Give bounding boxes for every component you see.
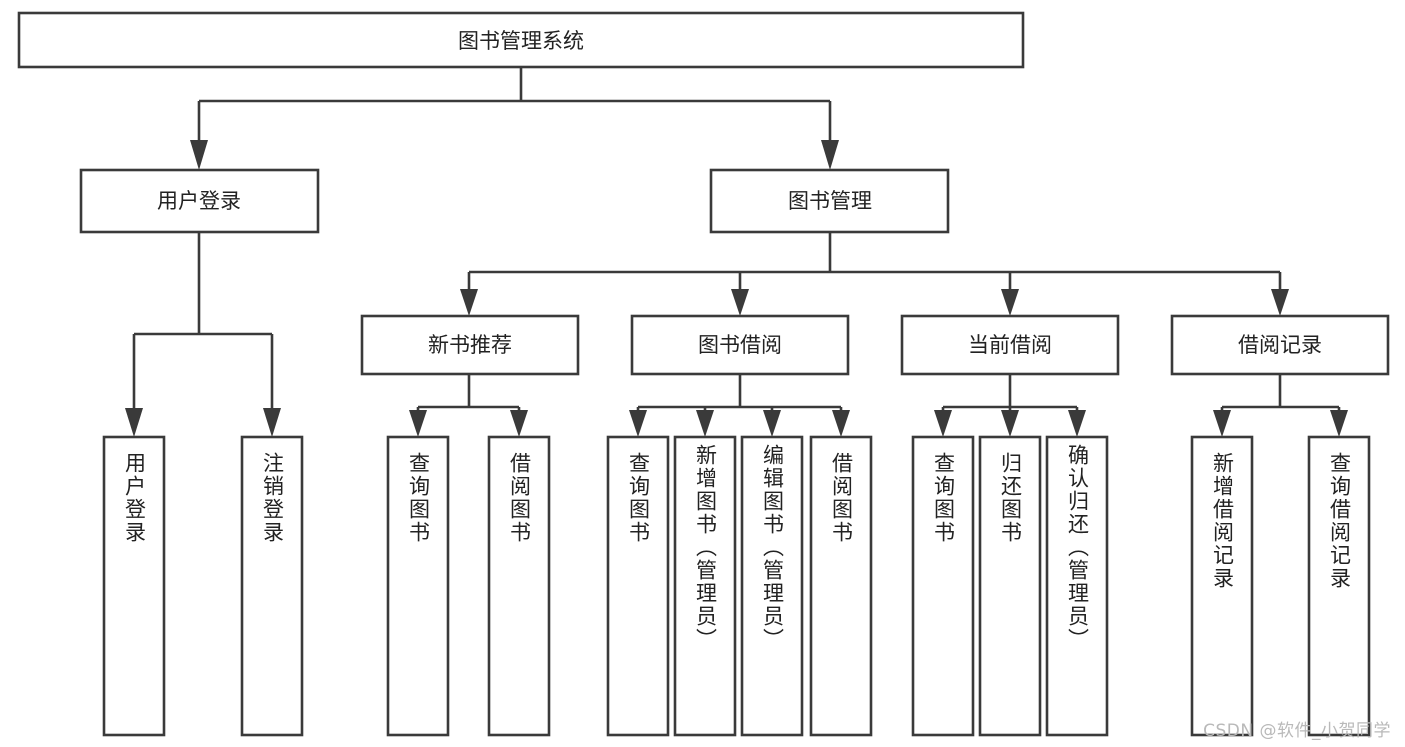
node-box-leaf-query-book-1[interactable] xyxy=(386,435,450,737)
arrow-icon-book-borrow-leaf-1 xyxy=(629,410,647,437)
node-box-leaf-return-book[interactable] xyxy=(978,435,1042,737)
node-label-user-login: 用户登录 xyxy=(157,189,241,213)
node-box-leaf-borrow-book-1[interactable] xyxy=(487,435,551,737)
node-box-leaf-edit-book[interactable] xyxy=(740,435,804,737)
node-box-leaf-query-book-3[interactable] xyxy=(911,435,975,737)
node-box-current-borrow[interactable] xyxy=(900,314,1120,376)
csdn-watermark: CSDN @软件_小贺同学 xyxy=(1203,721,1391,741)
arrow-icon-book-borrow-leaf-3 xyxy=(763,410,781,437)
arrow-icon-user-login-leaf-1 xyxy=(125,408,143,437)
node-label-current-borrow: 当前借阅 xyxy=(968,333,1052,357)
node-label-new-book-recommend: 新书推荐 xyxy=(428,333,512,357)
node-box-leaf-add-record[interactable] xyxy=(1190,435,1254,737)
connector-layer xyxy=(125,67,1348,437)
arrow-icon-book-borrow-leaf-2 xyxy=(696,410,714,437)
arrow-icon-root-to-user-login xyxy=(190,140,208,170)
node-box-leaf-query-book-2[interactable] xyxy=(606,435,670,737)
node-label-book-manage: 图书管理 xyxy=(788,189,872,213)
node-layer: 图书管理系统 用户登录 图书管理 新书推荐 图书借阅 当前借阅 借阅记录 xyxy=(17,11,1390,737)
arrow-icon-book-manage-book-borrow xyxy=(731,289,749,316)
arrow-icon-borrow-record-leaf-1 xyxy=(1213,410,1231,437)
node-box-leaf-query-record[interactable] xyxy=(1307,435,1371,737)
arrow-icon-book-borrow-leaf-4 xyxy=(832,410,850,437)
arrow-icon-borrow-record-leaf-2 xyxy=(1330,410,1348,437)
node-box-book-manage[interactable] xyxy=(709,168,950,234)
arrow-icon-current-borrow-leaf-1 xyxy=(934,410,952,437)
arrow-icon-current-borrow-leaf-3 xyxy=(1068,410,1086,437)
node-label-borrow-record: 借阅记录 xyxy=(1238,333,1322,357)
node-box-leaf-add-book[interactable] xyxy=(673,435,737,737)
node-box-user-login[interactable] xyxy=(79,168,320,234)
node-box-leaf-logout-login[interactable] xyxy=(240,435,304,737)
arrow-icon-book-manage-new-book xyxy=(460,289,478,316)
node-box-leaf-confirm-return[interactable] xyxy=(1045,435,1109,737)
arrow-icon-new-book-leaf-1 xyxy=(409,410,427,437)
node-box-root[interactable] xyxy=(17,11,1025,69)
node-box-book-borrow[interactable] xyxy=(630,314,850,376)
node-box-leaf-borrow-book-2[interactable] xyxy=(809,435,873,737)
arrow-icon-book-manage-borrow-record xyxy=(1271,289,1289,316)
node-label-root: 图书管理系统 xyxy=(458,29,584,53)
node-box-leaf-user-login[interactable] xyxy=(102,435,166,737)
arrow-icon-user-login-leaf-2 xyxy=(263,408,281,437)
arrow-icon-book-manage-current-borrow xyxy=(1001,289,1019,316)
node-box-new-book-recommend[interactable] xyxy=(360,314,580,376)
arrow-icon-new-book-leaf-2 xyxy=(510,410,528,437)
arrow-icon-current-borrow-leaf-2 xyxy=(1001,410,1019,437)
node-label-book-borrow: 图书借阅 xyxy=(698,333,782,357)
node-box-borrow-record[interactable] xyxy=(1170,314,1390,376)
arrow-icon-root-to-book-manage xyxy=(821,140,839,170)
